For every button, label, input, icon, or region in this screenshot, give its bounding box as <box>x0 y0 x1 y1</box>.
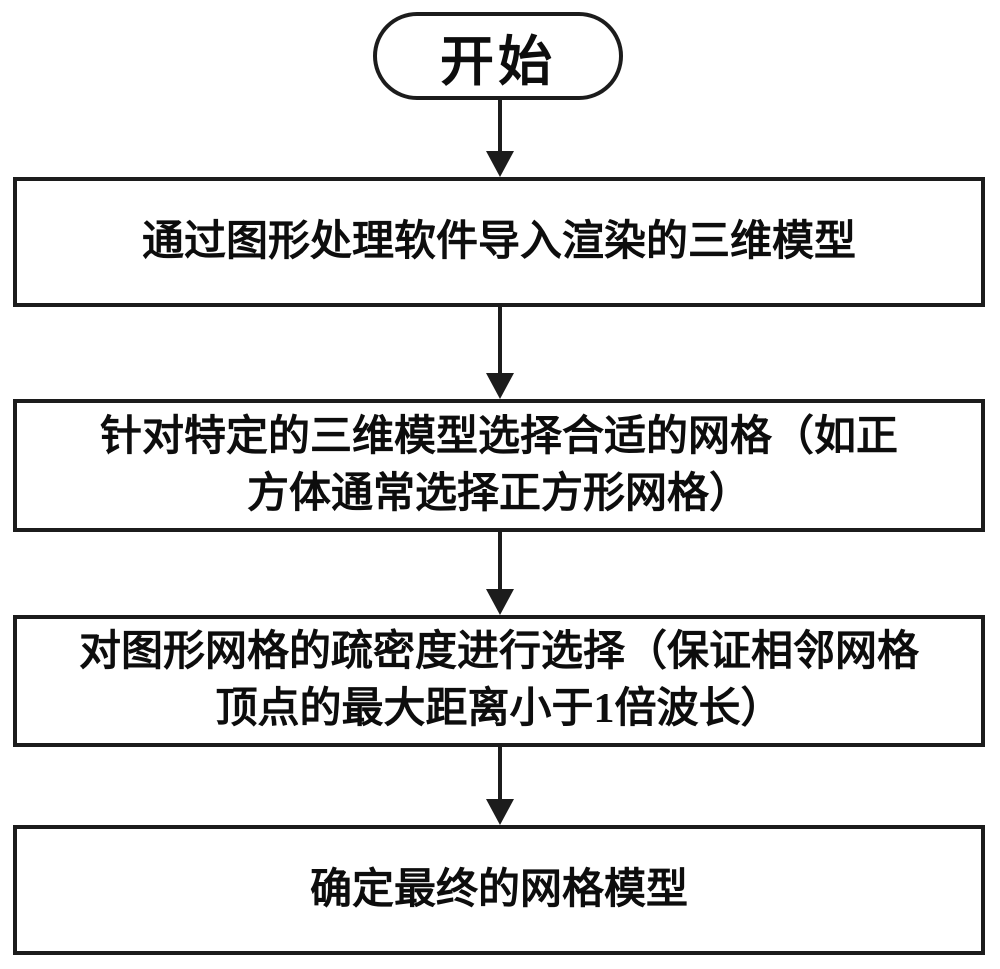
step-text-line: 针对特定的三维模型选择合适的网格（如正 <box>99 413 898 460</box>
arrow-line <box>498 307 502 375</box>
flow-arrow-3 <box>486 532 514 615</box>
step-text-line: 对图形网格的疏密度进行选择（保证相邻网格 <box>78 629 919 675</box>
flow-arrow-4 <box>486 747 514 825</box>
step-box-1: 通过图形处理软件导入渲染的三维模型 <box>13 177 985 307</box>
arrow-line <box>498 532 502 591</box>
arrowhead-down-icon <box>486 799 514 825</box>
start-terminator: 开始 <box>373 12 623 100</box>
start-label: 开始 <box>440 31 556 92</box>
step-text-line: 通过图形处理软件导入渲染的三维模型 <box>141 218 856 265</box>
step-text-line: 顶点的最大距离小于1倍波长） <box>215 686 783 732</box>
arrow-line <box>498 100 502 153</box>
flow-arrow-1 <box>486 100 514 177</box>
arrow-line <box>498 747 502 801</box>
step-box-4: 确定最终的网格模型 <box>13 825 985 955</box>
flow-arrow-2 <box>486 307 514 399</box>
arrowhead-down-icon <box>486 589 514 615</box>
step-box-2: 针对特定的三维模型选择合适的网格（如正 方体通常选择正方形网格） <box>13 399 985 532</box>
step-text-line: 方体通常选择正方形网格） <box>246 470 751 517</box>
step-box-3: 对图形网格的疏密度进行选择（保证相邻网格 顶点的最大距离小于1倍波长） <box>13 615 985 747</box>
arrowhead-down-icon <box>486 151 514 177</box>
arrowhead-down-icon <box>486 373 514 399</box>
step-text-line: 确定最终的网格模型 <box>309 866 688 913</box>
